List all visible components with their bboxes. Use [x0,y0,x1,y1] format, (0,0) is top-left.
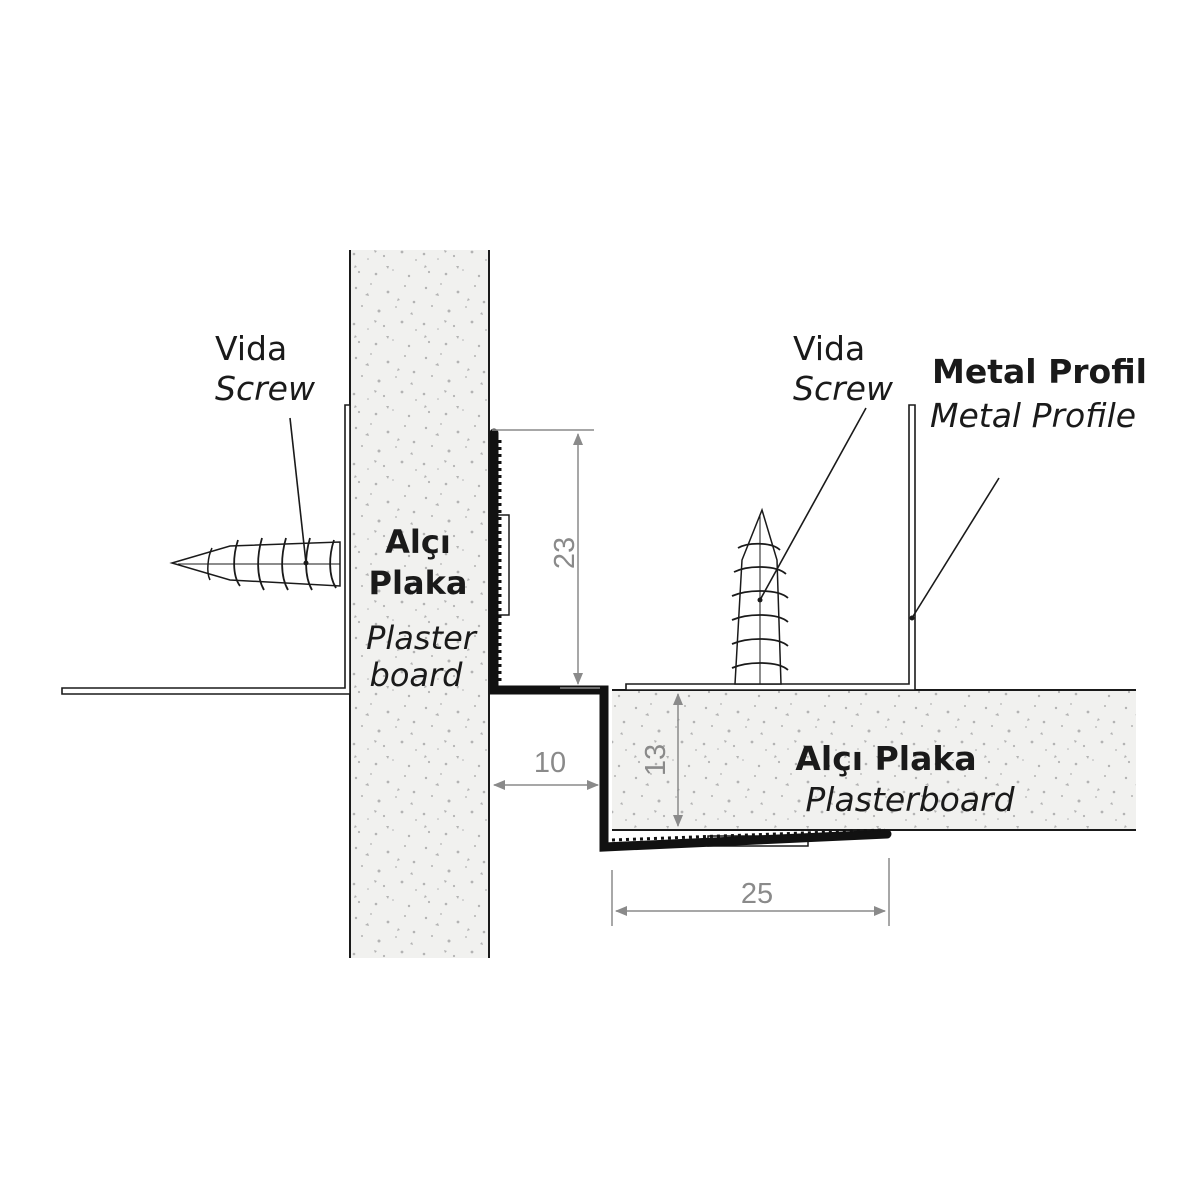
leader-screw-left [289,417,307,564]
label-board-vertical-en-2: board [370,656,464,694]
label-metal-profile: Metal Profil Metal Profile [930,352,1147,435]
shadow-gap-profile [489,428,892,852]
label-board-horizontal-tr: Alçı Plaka [795,739,976,778]
left-metal-stud [61,404,351,695]
dimension-horizontal-leg: 10 [493,747,599,790]
label-board-vertical-tr-2: Plaka [369,564,468,602]
dimension-label-10: 10 [534,747,566,779]
leader-metal-profile [911,477,1000,619]
label-board-horizontal: Alçı Plaka Plasterboard [795,739,1015,819]
label-board-horizontal-en: Plasterboard [805,780,1015,819]
dimension-flange-width: 25 [611,858,890,926]
label-metal-profile-en: Metal Profile [930,396,1136,435]
label-screw-left-tr: Vida [215,329,287,368]
vertical-plasterboard [349,250,490,958]
label-board-vertical-en-1: Plaster [366,619,478,657]
left-screw-icon [169,537,341,591]
label-board-vertical: Alçı Plaka Plaster board [366,523,478,694]
label-screw-right-en: Screw [793,369,894,408]
dimension-label-25: 25 [741,878,773,910]
label-screw-right: Vida Screw [793,329,894,408]
label-screw-right-tr: Vida [793,329,865,368]
dimension-label-23: 23 [549,537,581,569]
dimension-vertical-leg: 23 [492,429,600,689]
label-metal-profile-tr: Metal Profil [932,352,1147,391]
label-screw-left-en: Screw [215,369,316,408]
leader-screw-right [759,407,867,601]
dimension-label-13: 13 [640,744,672,776]
right-screw-icon [731,507,789,685]
label-board-vertical-tr-1: Alçı [385,523,451,561]
dimension-board-thickness: 13 [640,693,683,827]
right-metal-profile [625,404,916,691]
leader-lines [289,407,1000,621]
label-screw-left: Vida Screw [215,329,316,408]
